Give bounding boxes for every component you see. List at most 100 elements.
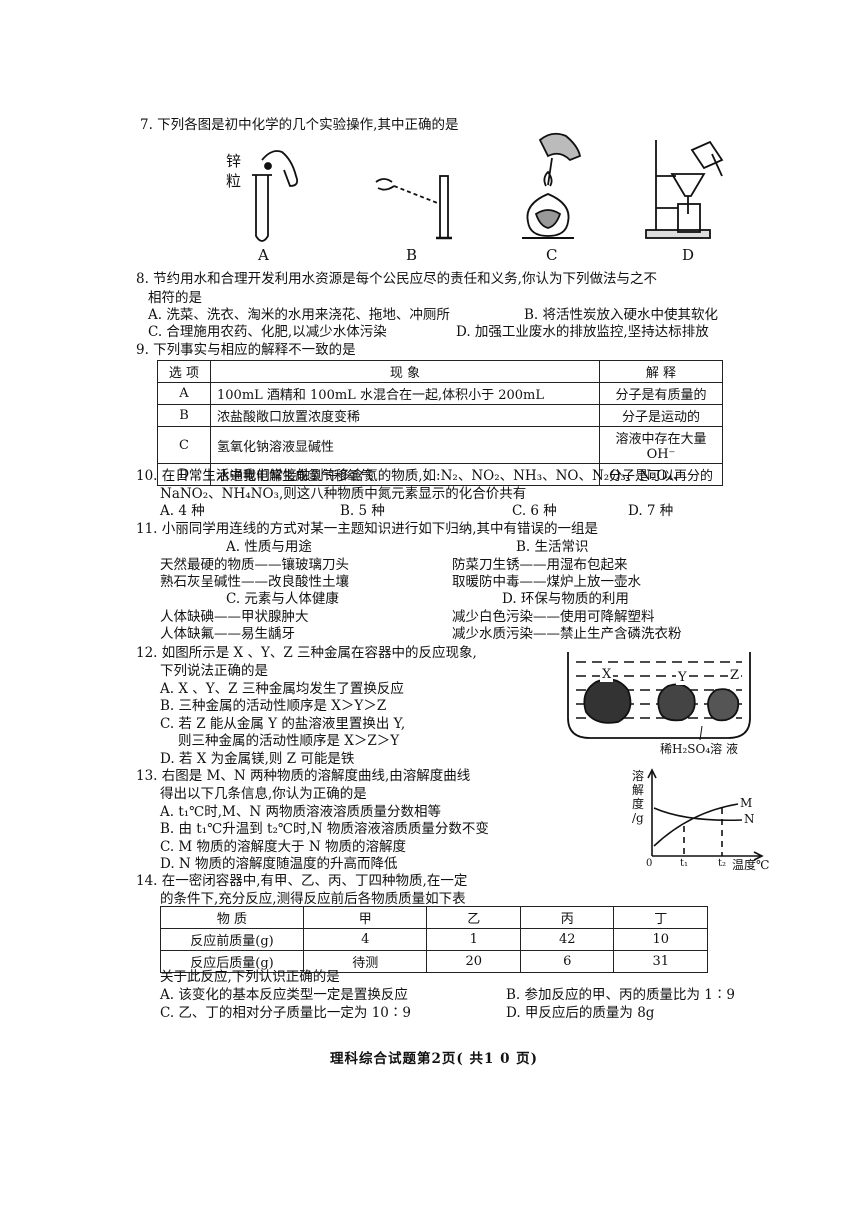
q11-c-line-2: 人体缺氟——易生龋牙: [160, 626, 295, 642]
q12-option-a: A. X 、Y、Z 三种金属均发生了置换反应: [160, 681, 404, 697]
q10-stem-1: 10. 在日常生活中我们常接触到许多含氮的物质,如:N₂、NO₂、NH₃、NO、…: [136, 468, 687, 484]
q13-ylabel-4: /g: [632, 811, 644, 825]
table-cell: 100mL 酒精和 100mL 水混合在一起,体积小于 200mL: [210, 382, 600, 405]
table-cell: D: [157, 463, 211, 486]
q8-stem-2: 相符的是: [148, 290, 202, 306]
q14-option-b: B. 参加反应的甲、丙的质量比为 1∶9: [506, 987, 735, 1003]
table-cell: 乙: [426, 906, 521, 929]
q13-t1: t₁: [680, 858, 689, 869]
q9-header-phenomenon: 现 象: [210, 360, 600, 383]
q7-option-d: D: [682, 246, 695, 264]
q7-apparatus-figures: [252, 132, 724, 242]
table-row: B 浓盐酸敞口放置浓度变稀 分子是运动的: [157, 404, 723, 427]
curve-m: [653, 803, 739, 847]
table-cell: 分子是可以再分的: [599, 463, 723, 486]
table-cell: 丁: [613, 906, 708, 929]
q11-d-line-1: 减少白色污染——使用可降解塑料: [452, 609, 655, 625]
q13-origin: 0: [646, 858, 653, 869]
q11-b-line-1: 防菜刀生锈——用湿布包起来: [452, 557, 628, 573]
table-cell: 反应前质量(g): [160, 928, 304, 951]
q13-stem-1: 13. 右图是 M、N 两种物质的溶解度曲线,由溶解度曲线: [136, 768, 471, 784]
q7-figure-d: [645, 140, 724, 239]
q11-a-title: A. 性质与用途: [226, 539, 312, 555]
table-row: A 100mL 酒精和 100mL 水混合在一起,体积小于 200mL 分子是有…: [157, 382, 723, 405]
table-cell: 氢氧化钠溶液显碱性: [210, 426, 600, 464]
q8-option-d: D. 加强工业废水的排放监控,坚持达标排放: [456, 324, 709, 340]
q12-option-b: B. 三种金属的活动性顺序是 X＞Y＞Z: [160, 698, 387, 714]
table-cell: 丙: [519, 906, 615, 929]
q8-option-a: A. 洗菜、洗衣、淘米的水用来浇花、拖地、冲厕所: [148, 307, 450, 323]
table-row: 反应后质量(g) 待测 20 6 31: [160, 950, 708, 973]
q7-option-c: C: [546, 246, 558, 264]
q13-ylabel-3: 度: [632, 797, 645, 811]
q8-stem-1: 8. 节约用水和合理开发利用水资源是每个公民应尽的责任和义务,你认为下列做法与之…: [136, 271, 657, 287]
q11-stem: 11. 小丽同学用连线的方式对某一主题知识进行如下归纳,其中有错误的一组是: [136, 521, 599, 537]
q8-option-b: B. 将活性炭放入硬水中使其软化: [524, 307, 719, 323]
q11-b-line-2: 取暖防中毒——煤炉上放一壶水: [452, 574, 641, 590]
q7-figure-a: [252, 150, 299, 242]
q13-option-d: D. N 物质的溶解度随温度的升高而降低: [160, 856, 398, 872]
q10-stem-2: NaNO₂、NH₄NO₃,则这八种物质中氮元素显示的化合价共有: [160, 486, 527, 502]
q14-option-c: C. 乙、丁的相对分子质量比一定为 10∶9: [160, 1005, 411, 1021]
q13-t2: t₂: [718, 858, 727, 869]
q9-stem: 9. 下列事实与相应的解释不一致的是: [136, 342, 356, 358]
table-cell: C: [157, 426, 211, 464]
q12-fig-caption: 稀H₂SO₄溶 液: [660, 742, 738, 756]
q13-option-b: B. 由 t₁℃升温到 t₂℃时,N 物质溶液溶质质量分数不变: [160, 821, 489, 837]
q14-stem-1: 14. 在一密闭容器中,有甲、乙、丙、丁四种物质,在一定: [136, 873, 468, 889]
q7-stem: 7. 下列各图是初中化学的几个实验操作,其中正确的是: [140, 117, 459, 133]
q10-option-c: C. 6 种: [512, 503, 557, 519]
q12-option-c-1: C. 若 Z 能从金属 Y 的盐溶液里置换出 Y,: [160, 716, 406, 732]
q7-figure-c: [522, 132, 582, 239]
q14-lead: 关于此反应,下列认识正确的是: [160, 969, 340, 985]
table-cell: 31: [613, 950, 708, 973]
q13-option-a: A. t₁℃时,M、N 两物质溶液溶质质量分数相等: [160, 804, 441, 820]
q13-ylabel-2: 解: [632, 783, 645, 797]
table-cell: 1: [426, 928, 521, 951]
q10-option-d: D. 7 种: [628, 503, 674, 519]
q12-option-d: D. 若 X 为金属镁,则 Z 可能是铁: [160, 751, 355, 767]
q7-zinc-label-2: 粒: [226, 172, 242, 190]
table-row: 物 质 甲 乙 丙 丁: [160, 906, 708, 929]
q7-zinc-label-1: 锌: [226, 152, 242, 170]
q11-d-line-2: 减少水质污染——禁止生产含磷洗衣粉: [452, 626, 682, 642]
table-cell: 浓盐酸敞口放置浓度变稀: [210, 404, 600, 427]
q13-curve-n-label: N: [744, 812, 755, 826]
q12-stem-2: 下列说法正确的是: [160, 663, 268, 679]
table-cell: 水通电电解生成氢气和氧气: [210, 463, 600, 486]
table-cell: 10: [613, 928, 708, 951]
q8-option-c: C. 合理施用农药、化肥,以减少水体污染: [148, 324, 387, 340]
q9-table: 选 项 现 象 解 释 A 100mL 酒精和 100mL 水混合在一起,体积小…: [157, 360, 723, 486]
q14-header-substance: 物 质: [160, 906, 304, 929]
q13-option-c: C. M 物质的溶解度大于 N 物质的溶解度: [160, 839, 406, 855]
q13-curve-m-label: M: [740, 796, 753, 810]
q7-figure-b: [375, 175, 452, 240]
q14-stem-2: 的条件下,充分反应,测得反应前后各物质质量如下表: [160, 891, 466, 907]
q7-option-a: A: [258, 246, 269, 264]
table-cell: 甲: [302, 906, 428, 929]
q10-option-a: A. 4 种: [160, 503, 205, 519]
q11-d-title: D. 环保与物质的利用: [502, 591, 629, 607]
q11-c-line-1: 人体缺碘——甲状腺肿大: [160, 609, 309, 625]
table-cell: 待测: [302, 950, 428, 973]
table-cell: 分子是运动的: [599, 404, 723, 427]
q11-c-title: C. 元素与人体健康: [226, 591, 339, 607]
q10-option-b: B. 5 种: [340, 503, 385, 519]
q13-ylabel-1: 溶: [632, 769, 645, 783]
q11-a-line-1: 天然最硬的物质——镶玻璃刀头: [160, 557, 349, 573]
q14-option-d: D. 甲反应后的质量为 8g: [506, 1005, 655, 1021]
q11-a-line-2: 熟石灰呈碱性——改良酸性土壤: [160, 574, 349, 590]
q12-stem-1: 12. 如图所示是 X 、Y、Z 三种金属在容器中的反应现象,: [136, 645, 477, 661]
q11-b-title: B. 生活常识: [516, 539, 589, 555]
table-cell: 20: [426, 950, 521, 973]
q13-xlabel: 温度℃: [732, 858, 770, 872]
curve-n: [653, 807, 743, 822]
page-footer: 理科综合试题第2页( 共1 0 页): [330, 1051, 539, 1067]
q14-option-a: A. 该变化的基本反应类型一定是置换反应: [160, 987, 408, 1003]
q12-option-c-2: 则三种金属的活动性顺序是 X＞Z＞Y: [178, 733, 400, 749]
q14-table: 物 质 甲 乙 丙 丁 反应前质量(g) 4 1 42 10 反应后质量(g) …: [160, 906, 708, 973]
table-row: C 氢氧化钠溶液显碱性 溶液中存在大量 OH⁻: [157, 426, 723, 464]
